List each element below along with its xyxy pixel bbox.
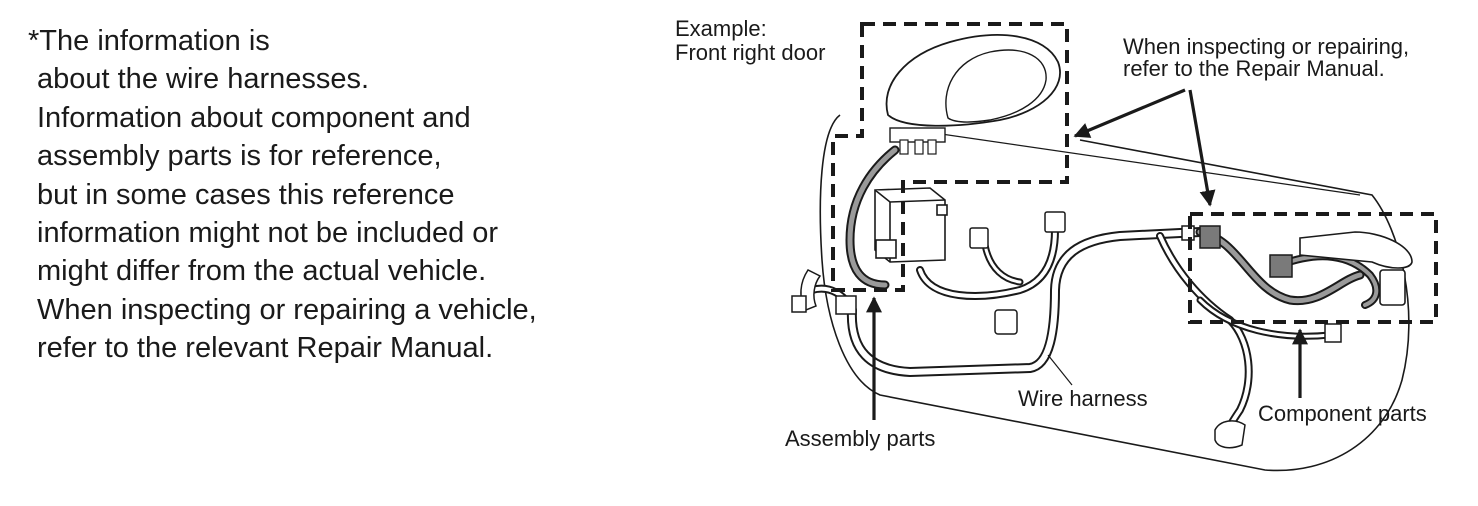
repair-note-arrow-left <box>1073 88 1186 138</box>
note-line: When inspecting or repairing a vehicle, <box>37 293 537 326</box>
assembly-part-unit <box>874 187 948 263</box>
note-line: but in some cases this reference <box>37 178 455 211</box>
component-region-box <box>1188 212 1438 324</box>
reference-note: *The information is about the wire harne… <box>28 22 648 368</box>
assembly-region-box <box>831 22 1069 292</box>
repair-note-line1: When inspecting or repairing, <box>1123 34 1410 59</box>
assembly-parts-label: Assembly parts <box>785 426 936 451</box>
repair-note-line2: refer to the Repair Manual. <box>1123 56 1385 81</box>
component-parts-label: Component parts <box>1258 401 1427 426</box>
repair-note-arrow-right <box>1188 89 1216 207</box>
note-line: about the wire harnesses. <box>37 63 370 96</box>
note-line: refer to the relevant Repair Manual. <box>37 332 494 365</box>
door-panel-outline <box>819 114 1410 472</box>
note-line: might differ from the actual vehicle. <box>37 255 487 288</box>
note-line: Information about component and <box>37 101 471 134</box>
leader-arrows <box>866 88 1308 420</box>
grommet <box>791 269 822 313</box>
wire-harness-leader <box>1047 354 1073 386</box>
side-mirror <box>885 34 1061 155</box>
note-line: *The information is <box>28 25 270 57</box>
wire-harness-label: Wire harness <box>1018 386 1148 411</box>
door-handle-component <box>1299 231 1413 306</box>
example-subtitle: Front right door <box>675 40 826 65</box>
note-line: assembly parts is for reference, <box>37 140 442 173</box>
example-title: Example: <box>675 16 767 41</box>
door-window-line <box>899 127 1361 196</box>
connector-plugs <box>835 211 1342 449</box>
note-line: information might not be included or <box>37 217 499 250</box>
